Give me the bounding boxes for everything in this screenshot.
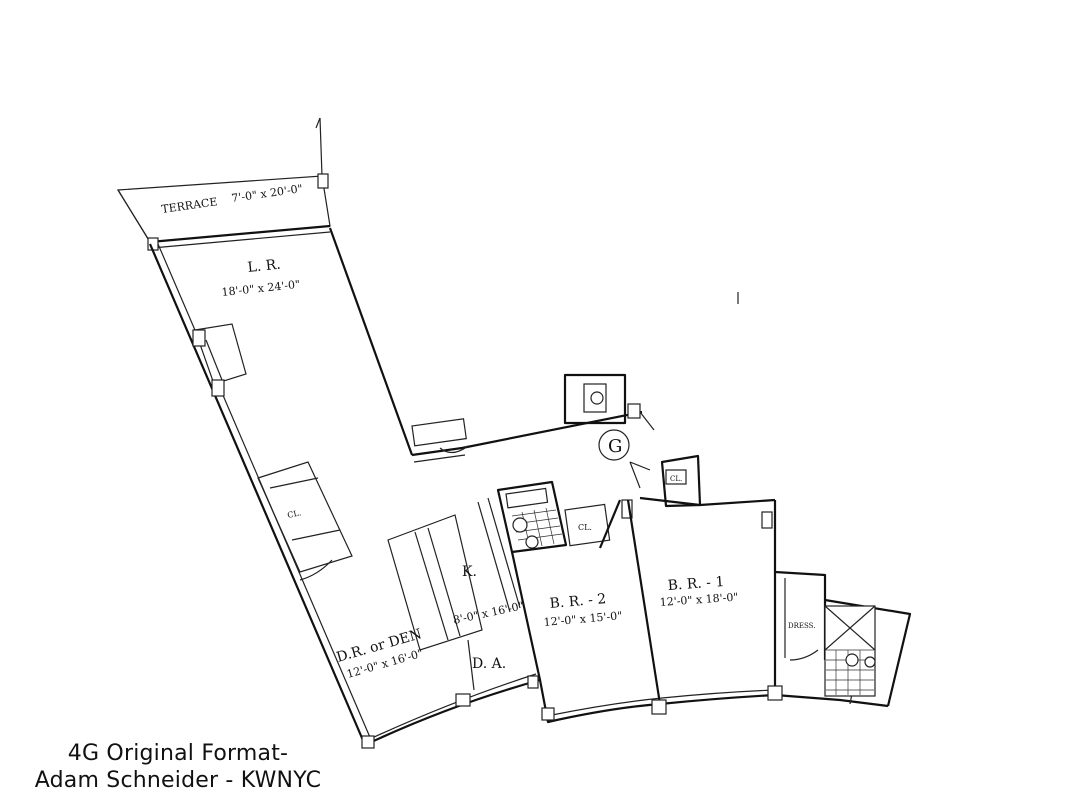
terrace-label: TERRACE bbox=[161, 195, 219, 216]
terrace: TERRACE 7'-0" x 20'-0" bbox=[116, 117, 331, 251]
dining-alcove-label: D. A. bbox=[472, 656, 506, 672]
foyer-closet-label: CL. bbox=[287, 508, 303, 520]
living-room-label: L. R. bbox=[247, 257, 282, 276]
kitchen-label: K. bbox=[462, 564, 477, 580]
br2-closet: CL. bbox=[564, 499, 633, 547]
caption: 4G Original Format- Adam Schneider - KWN… bbox=[18, 740, 338, 794]
kitchen-size: 8'-0" x 16'-0" bbox=[452, 599, 525, 627]
door-swings bbox=[629, 461, 651, 489]
exterior-walls bbox=[148, 227, 912, 746]
bath-1 bbox=[496, 480, 568, 554]
corridor-closet bbox=[411, 418, 469, 454]
bedroom-2: B. R. - 2 12'-0" x 15'-0" bbox=[510, 499, 667, 721]
lr-closet bbox=[192, 323, 247, 397]
g-marker: G bbox=[598, 429, 630, 461]
br1-closet-label: CL. bbox=[670, 475, 682, 483]
terrace-size: 7'-0" x 20'-0" bbox=[231, 182, 304, 205]
dining-room: D.R. or DEN 12'-0" x 16'-0" D. A. bbox=[335, 626, 506, 707]
living-room: L. R. 18'-0" x 24'-0" bbox=[221, 257, 301, 299]
br1-closet: CL. bbox=[660, 454, 702, 508]
caption-line-1: 4G Original Format- bbox=[67, 741, 289, 766]
living-room-size: 18'-0" x 24'-0" bbox=[221, 278, 301, 299]
dressing-label: DRESS. bbox=[788, 622, 815, 630]
bedroom-2-size: 12'-0" x 15'-0" bbox=[543, 609, 623, 629]
master-bath: DRESS. bbox=[774, 570, 876, 697]
br2-closet-label: CL. bbox=[578, 523, 592, 532]
bedroom-1-size: 12'-0" x 18'-0" bbox=[659, 591, 739, 609]
g-marker-label: G bbox=[608, 436, 622, 457]
bedroom-1-label: B. R. - 1 bbox=[667, 574, 725, 594]
bedroom-1: B. R. - 1 12'-0" x 18'-0" bbox=[659, 511, 783, 701]
window-units bbox=[361, 675, 539, 749]
caption-line-2: Adam Schneider - KWNYC bbox=[34, 768, 322, 793]
foyer-closet: CL. bbox=[257, 461, 353, 581]
powder-room bbox=[563, 373, 655, 431]
bedroom-2-label: B. R. - 2 bbox=[549, 591, 607, 612]
